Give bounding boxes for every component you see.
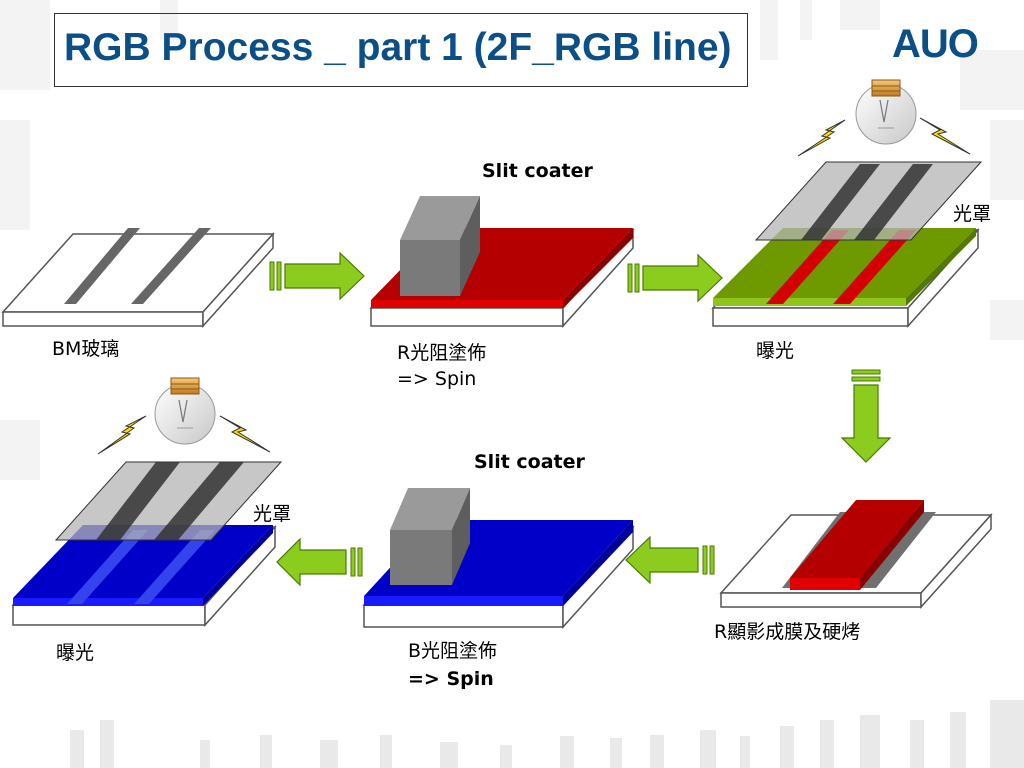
arrow-step1-to-step2 bbox=[269, 251, 365, 301]
green-exposed-layer bbox=[713, 228, 976, 306]
light-bulb-icon-1 bbox=[855, 79, 917, 145]
label-bm-glass: BM玻璃 bbox=[52, 338, 120, 360]
label-b-coating: B光阻塗佈 bbox=[408, 640, 498, 662]
label-exposure-2: 曝光 bbox=[56, 642, 95, 664]
label-r-develop: R顯影成膜及硬烤 bbox=[714, 621, 861, 643]
auo-logo: AUO bbox=[892, 22, 979, 66]
lightning-icon-2b bbox=[219, 415, 271, 453]
label-mask-2: 光罩 bbox=[253, 503, 292, 525]
lightning-icon-1b bbox=[919, 117, 971, 155]
arrow-step2-to-step3 bbox=[627, 253, 723, 303]
arrow-step3-to-step4 bbox=[840, 369, 892, 463]
r-pattern-stripe bbox=[782, 500, 936, 590]
label-r-spin: => Spin bbox=[397, 368, 477, 390]
light-bulb-icon-2 bbox=[154, 377, 216, 445]
label-exposure-1: 曝光 bbox=[756, 340, 795, 362]
label-b-spin: => Spin bbox=[408, 668, 494, 690]
bm-glass-substrate bbox=[1, 232, 275, 328]
page-title: RGB Process _ part 1 (2F_RGB line) bbox=[64, 26, 732, 69]
slit-coater-head-1 bbox=[400, 196, 480, 296]
photomask-2 bbox=[54, 461, 283, 541]
label-slit-coater-1: Slit coater bbox=[482, 160, 593, 182]
lightning-icon-1a bbox=[797, 119, 846, 157]
title-box bbox=[54, 13, 748, 87]
label-slit-coater-2: Slit coater bbox=[474, 451, 585, 473]
label-mask-1: 光罩 bbox=[953, 203, 992, 225]
bm-stripes bbox=[64, 228, 211, 304]
slit-coater-head-2 bbox=[390, 488, 470, 585]
blue-exposed-layer bbox=[13, 525, 273, 606]
lightning-icon-2a bbox=[97, 415, 147, 455]
label-r-coating: R光阻塗佈 bbox=[397, 342, 487, 364]
arrow-step4-to-step5 bbox=[625, 535, 715, 585]
photomask-1 bbox=[754, 161, 983, 241]
arrow-step5-to-step6 bbox=[276, 537, 363, 587]
